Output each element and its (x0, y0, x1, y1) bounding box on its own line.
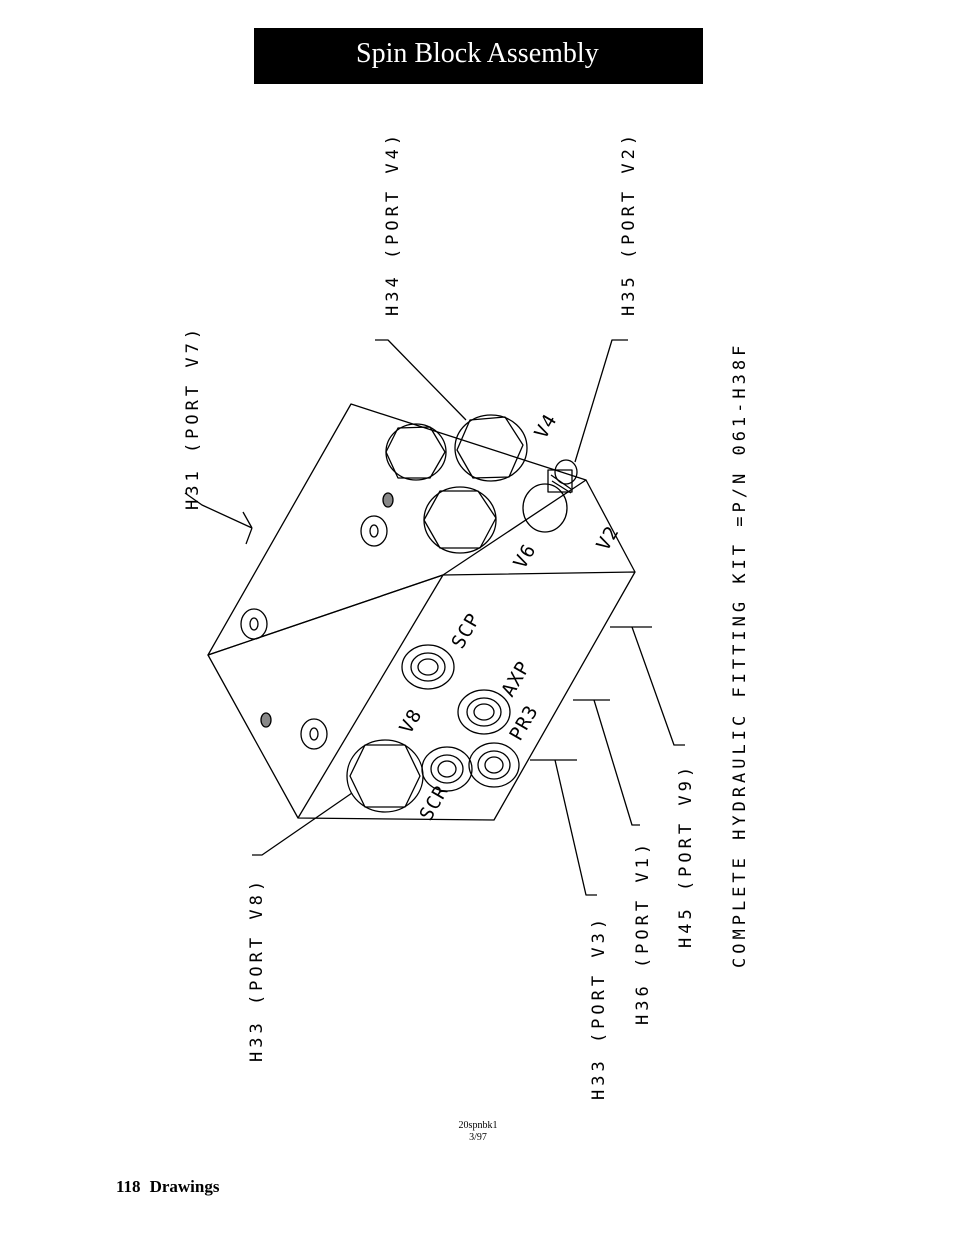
port-v2-fitting (522, 483, 568, 533)
callout-h33-v8: H33 (PORT V8) (247, 877, 267, 1062)
callout-h36: H36 (PORT V1) (633, 840, 653, 1025)
port-label-v6: V6 (509, 540, 540, 573)
port-label-pr3: PR3 (505, 701, 543, 744)
port-label-v8: V8 (395, 705, 426, 738)
callout-h45: H45 (PORT V9) (676, 763, 696, 948)
callout-h35: H35 (PORT V2) (619, 131, 639, 316)
block-front-face (207, 571, 636, 821)
port-label-v2: V2 (592, 522, 623, 555)
port-label-axp: AXP (497, 657, 535, 700)
port-label-v4: V4 (530, 410, 561, 443)
port-v6-fitting (423, 486, 497, 554)
drawing-date: 3/97 (469, 1132, 487, 1143)
callout-h33-v3: H33 (PORT V3) (589, 915, 609, 1100)
callout-kit: COMPLETE HYDRAULIC FITTING KIT =P/N 061-… (730, 342, 750, 968)
page-footer: 118 Drawings (116, 1177, 219, 1197)
port-v3-fitting (421, 746, 473, 792)
port-scp-fitting (401, 644, 455, 690)
port-label-scp: SCP (447, 609, 485, 652)
callout-h31: H31 (PORT V7) (183, 325, 203, 510)
port-v8-fitting (346, 739, 424, 813)
block-top-face (207, 403, 587, 656)
callout-h34: H34 (PORT V4) (383, 131, 403, 316)
page-title: Spin Block Assembly (254, 28, 703, 84)
port-axp-fitting (457, 689, 511, 735)
drawing-code: 20spnbk1 (458, 1120, 498, 1131)
page-number: 118 (116, 1177, 141, 1196)
port-pr3-fitting (468, 742, 520, 788)
section-name: Drawings (149, 1177, 220, 1196)
port-v4-fitting (454, 414, 528, 482)
